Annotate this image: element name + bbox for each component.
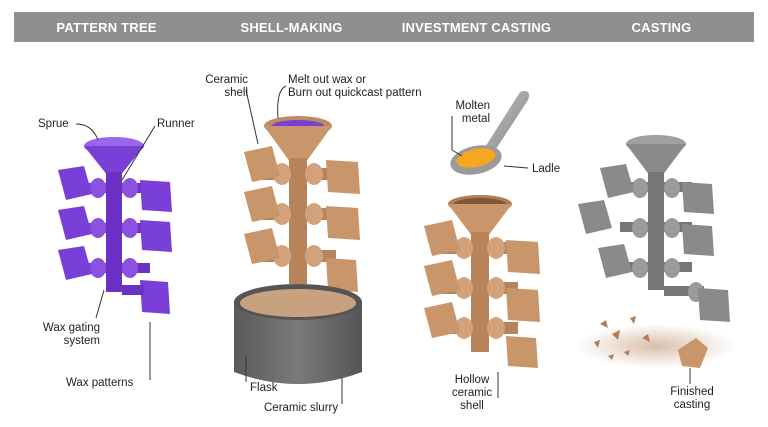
label-melt-out: Melt out wax or Burn out quickcast patte…: [288, 74, 422, 100]
label-wax-gating-line2: system: [63, 335, 100, 347]
label-hollow-line3: shell: [460, 400, 484, 412]
label-molten-metal: Molten metal: [436, 100, 490, 126]
label-wax-gating-system: Wax gating system: [26, 322, 100, 348]
leader-lines: [75, 85, 691, 404]
label-flask: Flask: [250, 382, 278, 394]
label-sprue: Sprue: [38, 118, 69, 130]
label-wax-gating-line1: Wax gating: [42, 322, 100, 334]
label-molten-metal-line2: metal: [461, 113, 490, 125]
step-casting: CASTING: [631, 19, 692, 35]
label-wax-patterns: Wax patterns: [66, 377, 134, 389]
hollow-ceramic-shell-tree: [424, 195, 540, 368]
broken-shell-dust: [576, 324, 736, 368]
label-finished-line2: casting: [673, 399, 711, 411]
label-ceramic-slurry: Ceramic slurry: [264, 402, 339, 414]
label-hollow-ceramic-shell: Hollow ceramic shell: [444, 374, 500, 413]
label-ceramic-shell-line1: Ceramic: [205, 74, 248, 86]
ladle-with-metal: [450, 91, 529, 175]
label-ladle: Ladle: [532, 163, 561, 175]
ceramic-shell-tree: [234, 116, 362, 384]
label-runner: Runner: [157, 118, 195, 130]
label-ceramic-shell: Ceramic shell: [196, 74, 248, 100]
label-molten-metal-line1: Molten: [455, 100, 490, 112]
label-melt-out-line1: Melt out wax or: [288, 74, 366, 86]
label-hollow-line2: ceramic: [451, 387, 493, 399]
finished-casting: [678, 338, 708, 368]
wax-runner: [106, 172, 122, 292]
wax-pattern-tree: [58, 137, 172, 314]
label-finished-line1: Finished: [670, 386, 714, 398]
step-pattern-tree: PATTERN TREE: [56, 19, 157, 35]
label-ceramic-shell-line2: shell: [224, 87, 248, 99]
shell-fragments: [594, 316, 650, 360]
label-melt-out-line2: Burn out quickcast pattern: [288, 87, 422, 99]
process-header: PATTERN TREE SHELL-MAKING INVESTMENT CAS…: [14, 12, 754, 42]
step-shell-making: SHELL-MAKING: [240, 19, 343, 35]
flask: [234, 284, 362, 384]
label-hollow-line1: Hollow: [454, 374, 490, 386]
cast-metal-tree: [576, 135, 736, 368]
label-finished-casting: Finished casting: [664, 386, 720, 412]
ceramic-slurry: [240, 289, 356, 317]
step-investment-casting: INVESTMENT CASTING: [401, 19, 552, 35]
molten-metal: [456, 148, 496, 168]
